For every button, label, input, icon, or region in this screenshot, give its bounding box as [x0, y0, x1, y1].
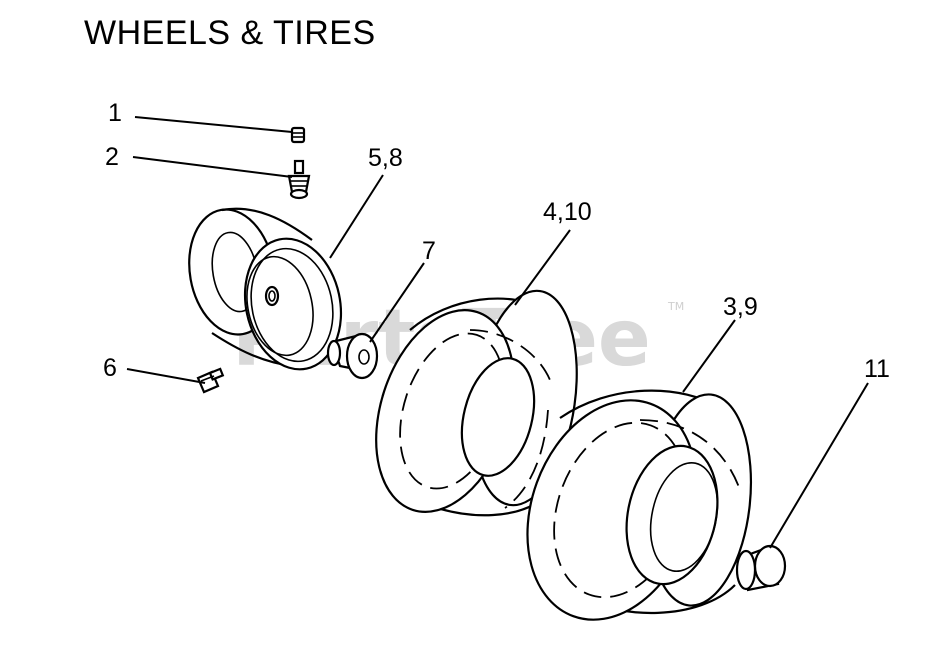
leader-lines — [126, 116, 869, 549]
callout-6: 6 — [103, 354, 117, 382]
part-bushing[interactable] — [326, 332, 379, 380]
leader-1 — [134, 116, 293, 133]
part-lug-bolt[interactable] — [196, 367, 225, 394]
leader-7 — [369, 262, 425, 343]
callout-labels: 1 2 5,8 4,10 7 3,9 6 11 — [103, 99, 890, 383]
callout-11: 11 — [864, 355, 890, 383]
leader-3-9 — [682, 319, 736, 393]
callout-5-8: 5,8 — [368, 144, 403, 172]
callout-4-10: 4,10 — [543, 198, 592, 226]
part-hub-cap[interactable] — [735, 544, 787, 592]
callout-2: 2 — [105, 143, 119, 171]
leader-4-10 — [514, 229, 571, 306]
watermark-trademark: TM — [667, 300, 684, 313]
leader-6 — [126, 368, 206, 384]
leader-2 — [132, 156, 293, 178]
diagram-title: WHEELS & TIRES — [84, 14, 376, 52]
callout-3-9: 3,9 — [723, 293, 758, 321]
leader-11 — [769, 382, 869, 549]
callout-7: 7 — [422, 237, 436, 265]
part-rear-tire[interactable] — [498, 376, 761, 643]
part-wheel-rim[interactable] — [180, 203, 353, 379]
callout-1: 1 — [108, 99, 122, 127]
part-valve-cap[interactable] — [290, 126, 306, 144]
leader-5-8 — [329, 174, 384, 259]
part-valve-stem[interactable] — [287, 159, 311, 200]
